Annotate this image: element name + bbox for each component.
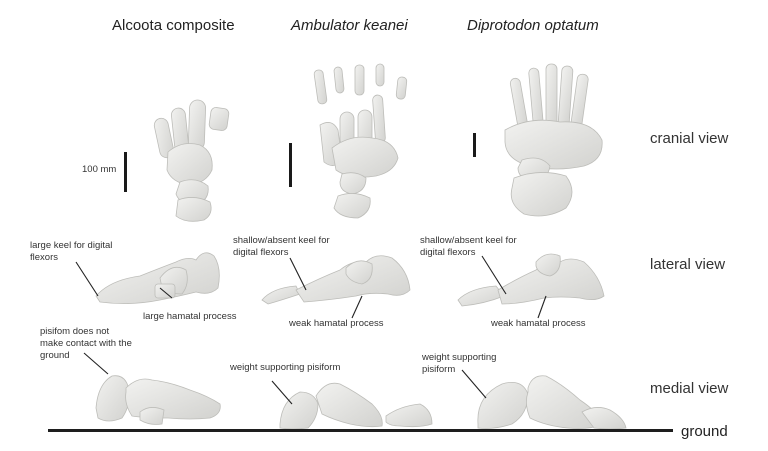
annotation-ambulator-keel: shallow/absent keel for digital flexors xyxy=(233,235,330,258)
annotation-leader-lines xyxy=(75,255,547,405)
scale-bar-alcoota xyxy=(124,152,127,192)
column-title-diprotodon: Diprotodon optatum xyxy=(467,17,599,34)
ground-line xyxy=(48,429,673,432)
view-label-medial: medial view xyxy=(650,380,729,397)
diprotodon-medial-specimen xyxy=(477,375,627,430)
annotation-alcoota-hamatal: large hamatal process xyxy=(143,311,237,322)
annotation-diprotodon-hamatal: weak hamatal process xyxy=(491,318,586,329)
scale-bar-diprotodon xyxy=(473,133,476,157)
ground-label: ground xyxy=(681,423,728,440)
column-title-alcoota: Alcoota composite xyxy=(112,17,235,34)
alcoota-medial-specimen xyxy=(95,375,221,425)
scale-bar-ambulator xyxy=(289,143,292,187)
annotation-ambulator-hamatal: weak hamatal process xyxy=(289,318,384,329)
annotation-alcoota-keel: large keel for digital flexors xyxy=(30,240,113,263)
scale-bar-label: 100 mm xyxy=(82,164,117,175)
ambulator-medial-specimen xyxy=(279,382,433,430)
view-label-lateral: lateral view xyxy=(650,256,726,273)
annotation-diprotodon-keel: shallow/absent keel for digital flexors xyxy=(420,235,517,258)
view-label-cranial: cranial view xyxy=(650,130,729,147)
column-title-ambulator: Ambulator keanei xyxy=(291,17,408,34)
annotation-alcoota-pisiform: pisifom does not make contact with the g… xyxy=(40,326,132,361)
diprotodon-lateral-specimen xyxy=(457,253,605,307)
ambulator-cranial-specimen xyxy=(313,63,408,219)
alcoota-lateral-specimen xyxy=(95,252,220,304)
diprotodon-cranial-specimen xyxy=(504,63,603,217)
alcoota-cranial-specimen xyxy=(153,99,230,222)
ambulator-lateral-specimen xyxy=(261,255,411,305)
annotation-diprotodon-pisiform: weight supporting pisiform xyxy=(422,352,497,375)
annotation-ambulator-pisiform: weight supporting pisiform xyxy=(230,362,341,373)
